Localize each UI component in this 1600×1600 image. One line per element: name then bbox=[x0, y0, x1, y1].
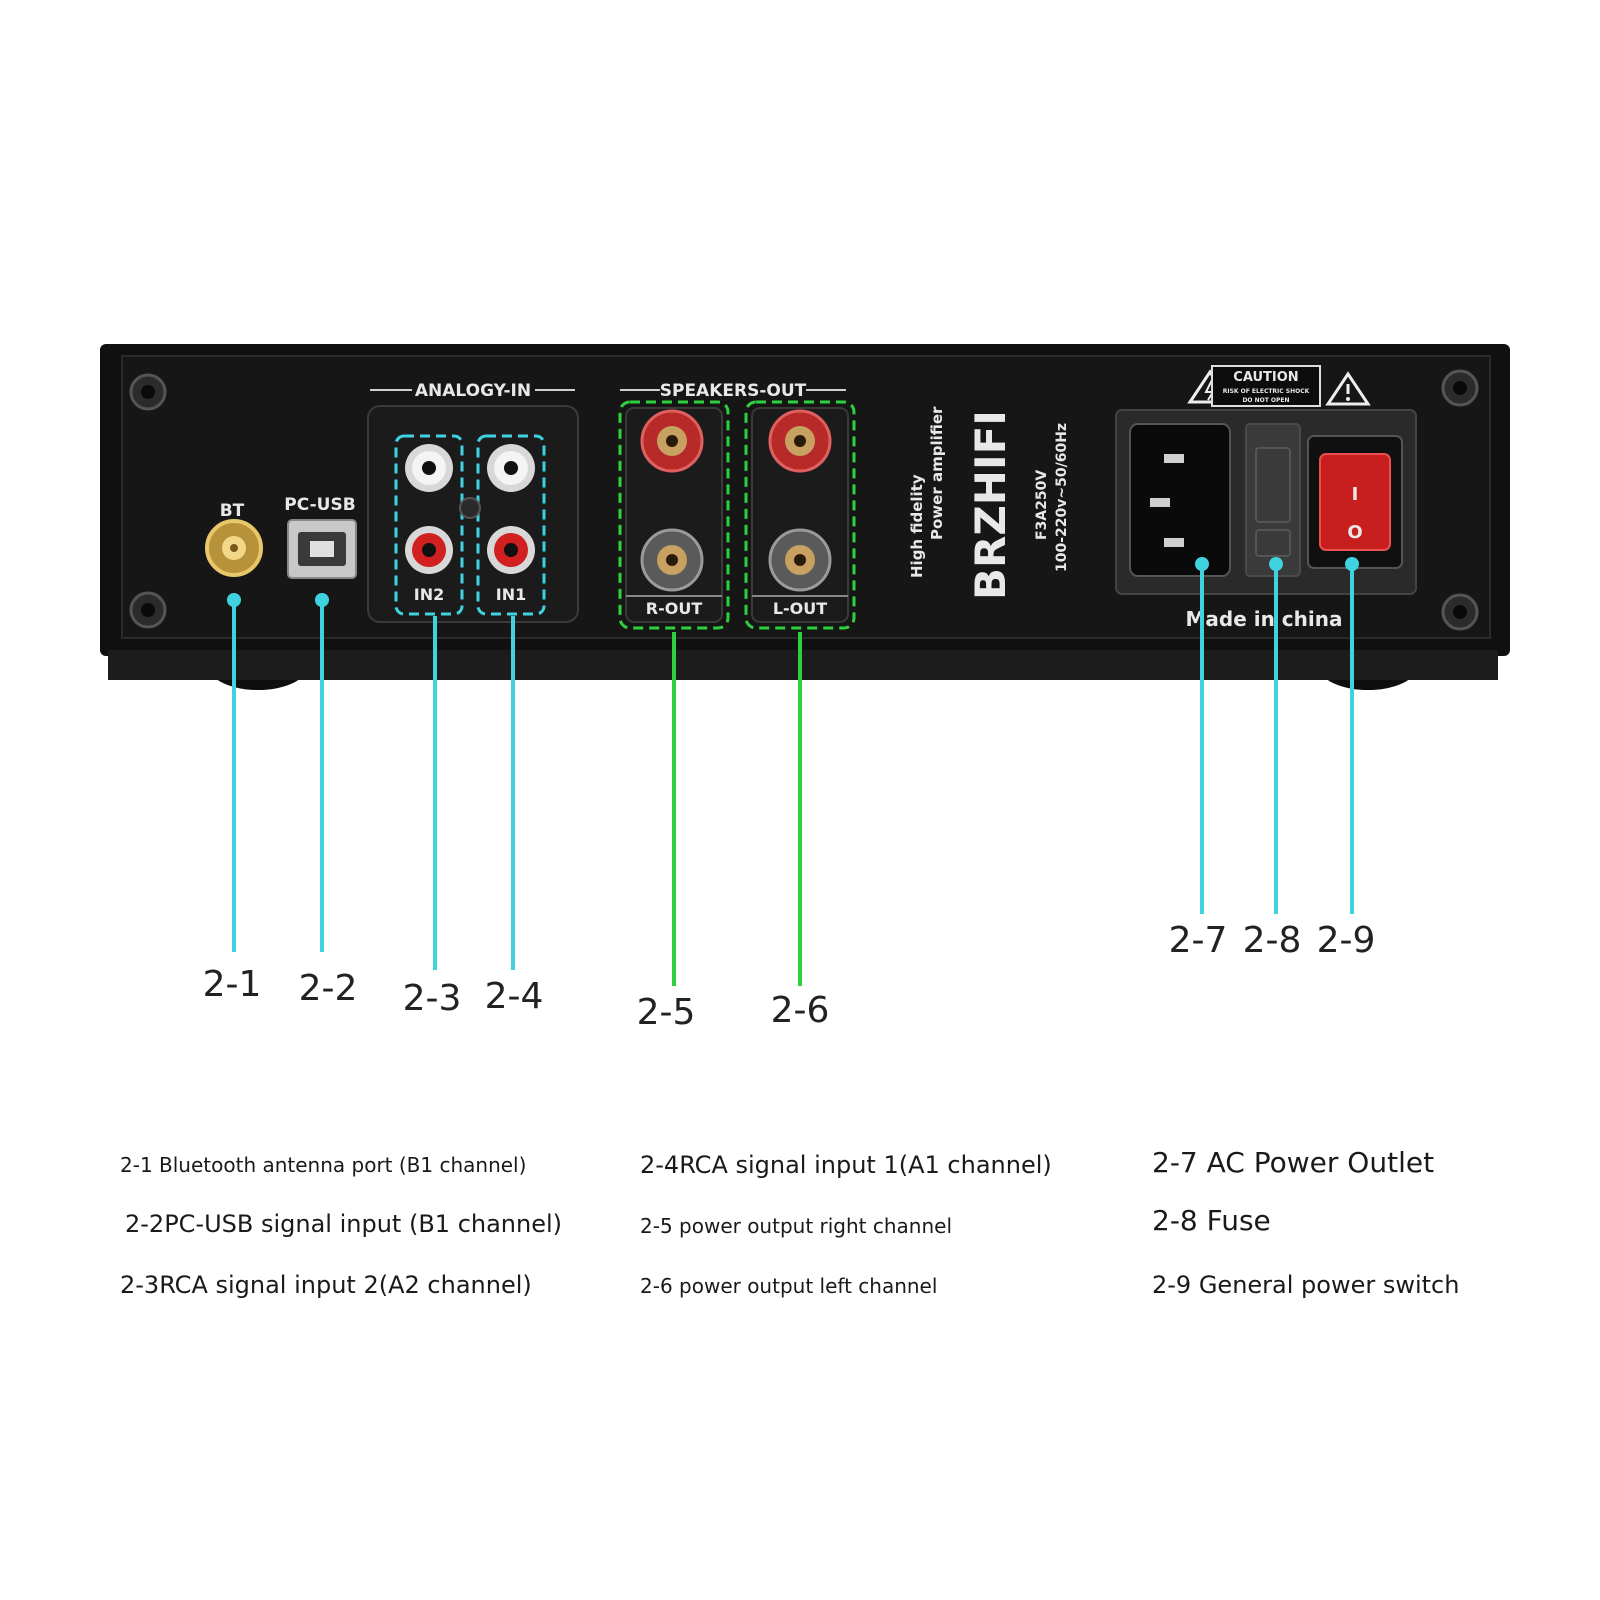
brand-logo: BRZHIFI bbox=[966, 410, 1015, 600]
usb-b-port[interactable] bbox=[287, 519, 357, 579]
screw-icon bbox=[1441, 369, 1479, 407]
in1-highlight-box bbox=[476, 434, 546, 616]
callout-2-9: 2-9 bbox=[1317, 920, 1376, 961]
warning-triangle-icon bbox=[1325, 371, 1371, 406]
legend-item-2-2: 2-2PC-USB signal input (B1 channel) bbox=[125, 1210, 563, 1238]
screw-icon bbox=[1441, 593, 1479, 631]
leader-lines bbox=[227, 557, 1359, 986]
caution-sub-2: DO NOT OPEN bbox=[1242, 397, 1289, 404]
binding-post-rout-black[interactable] bbox=[640, 528, 704, 592]
made-in-label: Made in china bbox=[1186, 607, 1343, 631]
ac-power-inlet[interactable] bbox=[1129, 423, 1231, 577]
binding-post-lout-red[interactable] bbox=[768, 409, 832, 473]
model-number: F3A250V bbox=[1034, 470, 1050, 540]
lout-label: L-OUT bbox=[773, 599, 827, 618]
legend-item-2-7: 2-7 AC Power Outlet bbox=[1152, 1146, 1435, 1179]
rca-jack-in1-red[interactable] bbox=[487, 526, 535, 574]
speakers-out-title: SPEAKERS-OUT bbox=[660, 381, 807, 401]
in2-highlight-box bbox=[394, 434, 464, 616]
usb-label: PC-USB bbox=[284, 495, 355, 515]
callout-2-1: 2-1 bbox=[203, 964, 262, 1005]
callout-2-8: 2-8 bbox=[1243, 920, 1302, 961]
caution-plate bbox=[1211, 365, 1321, 407]
tagline-power-amplifier: Power amplifier bbox=[928, 406, 946, 540]
legend-item-2-3: 2-3RCA signal input 2(A2 channel) bbox=[120, 1271, 532, 1299]
binding-post-rout-red[interactable] bbox=[640, 409, 704, 473]
caution-label: CAUTION bbox=[1233, 370, 1298, 385]
voltage-rating: 100-220v~50/60Hz bbox=[1054, 423, 1070, 572]
rout-label: R-OUT bbox=[646, 599, 703, 618]
callout-2-3: 2-3 bbox=[403, 978, 462, 1019]
switch-on-mark: I bbox=[1352, 484, 1359, 505]
bt-label: BT bbox=[220, 501, 245, 521]
chassis-bottom-plate bbox=[108, 650, 1498, 680]
ground-screw-icon bbox=[459, 497, 481, 519]
switch-off-mark: O bbox=[1347, 522, 1362, 543]
bt-antenna-connector[interactable] bbox=[205, 519, 263, 577]
screw-icon bbox=[129, 373, 167, 411]
caution-sub-1: RISK OF ELECTRIC SHOCK bbox=[1223, 388, 1310, 395]
in1-label: IN1 bbox=[496, 585, 526, 604]
legend-item-2-4: 2-4RCA signal input 1(A1 channel) bbox=[640, 1151, 1052, 1179]
callout-2-7: 2-7 bbox=[1169, 920, 1228, 961]
in2-label: IN2 bbox=[414, 585, 444, 604]
legend-item-2-9: 2-9 General power switch bbox=[1152, 1271, 1460, 1299]
rca-jack-in2-white[interactable] bbox=[405, 444, 453, 492]
callout-2-5: 2-5 bbox=[637, 992, 696, 1033]
legend-item-2-6: 2-6 power output left channel bbox=[640, 1274, 938, 1298]
rca-jack-in2-red[interactable] bbox=[405, 526, 453, 574]
fuse-holder[interactable] bbox=[1245, 423, 1301, 577]
tagline-high-fidelity: High fidelity bbox=[908, 474, 926, 578]
lout-highlight-box bbox=[744, 400, 856, 630]
callout-2-4: 2-4 bbox=[485, 976, 544, 1017]
callout-2-2: 2-2 bbox=[299, 968, 358, 1009]
screw-icon bbox=[129, 591, 167, 629]
analog-in-title: ANALOGY-IN bbox=[415, 381, 531, 401]
legend-item-2-1: 2-1 Bluetooth antenna port (B1 channel) bbox=[120, 1153, 527, 1177]
legend-item-2-8: 2-8 Fuse bbox=[1152, 1204, 1271, 1237]
power-rocker-switch[interactable]: I O bbox=[1307, 435, 1403, 569]
binding-post-lout-black[interactable] bbox=[768, 528, 832, 592]
legend-item-2-5: 2-5 power output right channel bbox=[640, 1214, 953, 1238]
rout-highlight-box bbox=[618, 400, 730, 630]
rca-jack-in1-white[interactable] bbox=[487, 444, 535, 492]
callout-2-6: 2-6 bbox=[771, 990, 830, 1031]
